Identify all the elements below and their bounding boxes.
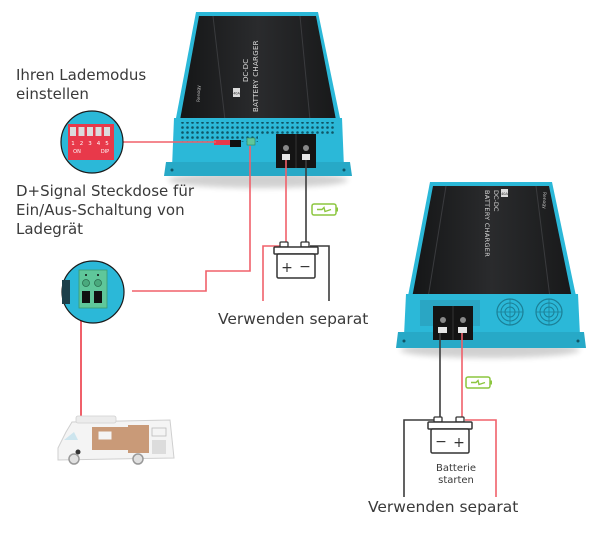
- dip-number-1: 1: [71, 141, 75, 147]
- start-battery-line-2: starten: [438, 475, 474, 486]
- wire-separate-2-positive: [465, 419, 497, 497]
- wire-separate-2-negative: [403, 419, 437, 497]
- dplus-line-3: Ladegrät: [16, 220, 84, 238]
- charger-2-label: 40A DC-DC BATTERY CHARGER Renogy: [483, 189, 547, 257]
- charger-1-rj-port: [230, 140, 241, 147]
- battery-2-negative-sign: −: [435, 434, 447, 450]
- dip-number-5: 5: [105, 141, 109, 147]
- dip-switch-zoom: 1 2 3 4 5 ON DIP: [60, 110, 124, 174]
- motorhome-icon: [57, 415, 175, 465]
- separate-use-label-1: Verwenden separat: [218, 310, 369, 328]
- charger-2-line1: DC-DC: [492, 190, 500, 212]
- dip-dip-label: DIP: [101, 149, 109, 155]
- charger-1-brand: Renogy: [196, 85, 202, 102]
- charger-1-line2: BATTERY CHARGER: [252, 40, 260, 112]
- battery-charging-icon: [465, 376, 492, 389]
- charger-2-badge-text: 40A: [501, 192, 508, 196]
- charger-1-line1: DC-DC: [242, 59, 250, 82]
- battery-1: + −: [273, 241, 319, 279]
- dip-on-label: ON: [73, 149, 81, 155]
- wire-separate-1-positive: [262, 245, 282, 301]
- charger-2-brand: Renogy: [541, 192, 547, 209]
- dplus-signal-label: D+Signal Steckdose für Ein/Aus-Schaltung…: [16, 182, 194, 239]
- charger-1-dplus-port: [246, 137, 256, 146]
- dplus-line-1: D+Signal Steckdose für: [16, 182, 194, 200]
- wire-dplus-link: [132, 146, 251, 292]
- charger-1: 40A DC-DC BATTERY CHARGER Renogy: [164, 12, 352, 188]
- charger-1-terminals: [276, 134, 316, 168]
- dip-switch-toggles: [70, 127, 110, 136]
- charger-2-badge: [501, 189, 508, 197]
- charger-1-label: 40A DC-DC BATTERY CHARGER Renogy: [196, 40, 260, 112]
- mode-setting-line-1: Ihren Lademodus: [16, 66, 147, 84]
- charger-1-badge: [233, 88, 240, 97]
- mode-setting-line-2: einstellen: [16, 85, 89, 103]
- mode-setting-label: Ihren Lademodus einstellen: [16, 66, 146, 104]
- dip-number-2: 2: [80, 141, 84, 147]
- dplus-line-2: Ein/Aus-Schaltung von: [16, 201, 185, 219]
- start-battery-line-1: Batterie: [435, 463, 477, 474]
- fan-2-icon: [535, 298, 563, 326]
- fan-1-icon: [496, 298, 524, 326]
- battery-2: − +: [427, 416, 473, 454]
- dip-number-3: 3: [88, 141, 92, 147]
- battery-1-negative-sign: −: [299, 259, 311, 275]
- battery-charging-icon: [311, 203, 338, 216]
- separate-use-label-2: Verwenden separat: [368, 498, 519, 516]
- charger-2-line2: BATTERY CHARGER: [483, 190, 491, 257]
- charger-2-terminals: [433, 306, 473, 340]
- wire-separate-1-negative: [310, 245, 330, 301]
- dplus-terminal-zoom: [61, 260, 125, 324]
- charger-1-dip-port: [214, 140, 234, 145]
- start-battery-label: Batterie starten: [428, 463, 484, 487]
- charger-2: 40A DC-DC BATTERY CHARGER Renogy: [396, 182, 586, 358]
- battery-1-positive-sign: +: [281, 260, 293, 276]
- battery-2-positive-sign: +: [453, 435, 465, 451]
- dip-number-4: 4: [97, 141, 101, 147]
- charger-1-badge-text: 40A: [233, 92, 240, 96]
